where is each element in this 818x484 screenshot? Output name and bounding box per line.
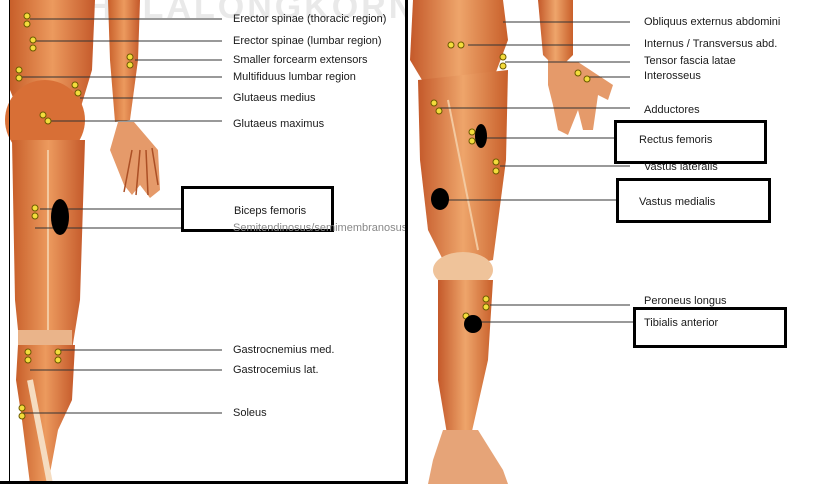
label-multifidus: Multifiduus lumbar region	[233, 71, 356, 84]
label-soleus: Soleus	[233, 407, 267, 420]
left-frame-border	[9, 0, 10, 484]
label-obliquus-externus: Obliquus externus abdomini	[644, 16, 780, 29]
label-glutaeus-maximus: Glutaeus maximus	[233, 118, 324, 131]
label-gastrocnemius-lat: Gastrocemius lat.	[233, 364, 319, 377]
label-tibialis-anterior: Tibialis anterior	[636, 310, 784, 330]
highlight-box-vastus-medialis: Vastus medialis	[616, 178, 771, 223]
label-vastus-lateralis: Vastus lateralis	[644, 161, 718, 174]
posterior-view-panel: CHULALONGKORN UNIVERSITY	[0, 0, 405, 484]
label-interosseus: Interosseus	[644, 70, 701, 83]
forearm-anterior	[538, 0, 573, 70]
label-forearm-extensors: Smaller forcearm extensors	[233, 54, 368, 67]
highlight-box-tibialis-anterior: Tibialis anterior	[633, 307, 787, 348]
anterior-muscle-illustration	[408, 0, 818, 484]
label-semitendinosus: Semitendinosus/semimembranosus	[233, 222, 405, 235]
reference-electrode-left	[51, 199, 69, 235]
label-gastrocnemius-med: Gastrocnemius med.	[233, 344, 334, 357]
label-internus-transversus: Internus / Transversus abd.	[644, 38, 777, 51]
reference-electrode-vastus	[431, 188, 449, 210]
anterior-view-panel: Obliquus externus abdomini Internus / Tr…	[408, 0, 818, 484]
hand	[110, 122, 160, 198]
foot	[428, 430, 508, 484]
label-vastus-medialis: Vastus medialis	[619, 181, 768, 209]
label-tensor-fascia-latae: Tensor fascia latae	[644, 55, 736, 68]
label-erector-spinae-lumbar: Erector spinae (lumbar region)	[233, 35, 382, 48]
forearm	[108, 0, 140, 122]
label-erector-spinae-thoracic: Erector spinae (thoracic region)	[233, 13, 386, 26]
label-adductores: Adductores	[644, 104, 700, 117]
reference-electrode-rectus	[475, 124, 487, 148]
label-biceps-femoris: Biceps femoris	[184, 189, 331, 218]
highlight-box-rectus-femoris: Rectus femoris	[614, 120, 767, 164]
label-glutaeus-medius: Glutaeus medius	[233, 92, 316, 105]
label-rectus-femoris: Rectus femoris	[617, 123, 764, 147]
reference-electrode-tibialis	[464, 315, 482, 333]
